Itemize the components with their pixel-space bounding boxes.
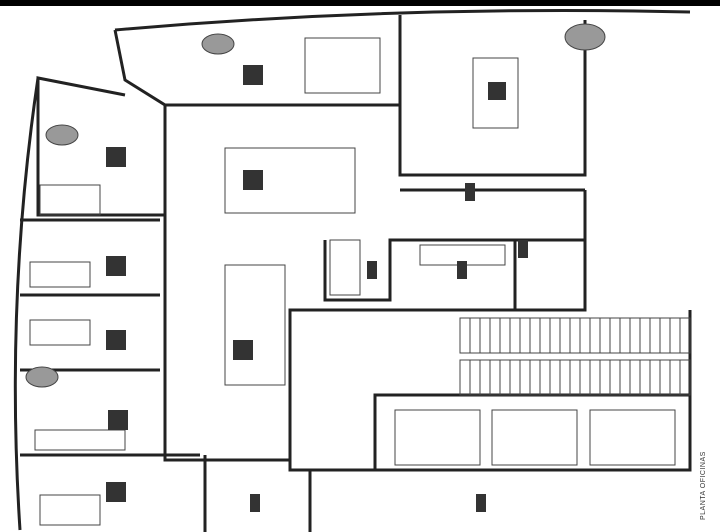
top-border <box>0 0 720 6</box>
stairs <box>459 317 691 396</box>
furniture <box>29 37 519 526</box>
outer-walls <box>13 8 692 532</box>
plan-title: PLANTA OFICINAS <box>700 451 707 520</box>
elevators <box>394 409 676 466</box>
room-markers <box>106 65 528 512</box>
columns <box>25 23 606 388</box>
